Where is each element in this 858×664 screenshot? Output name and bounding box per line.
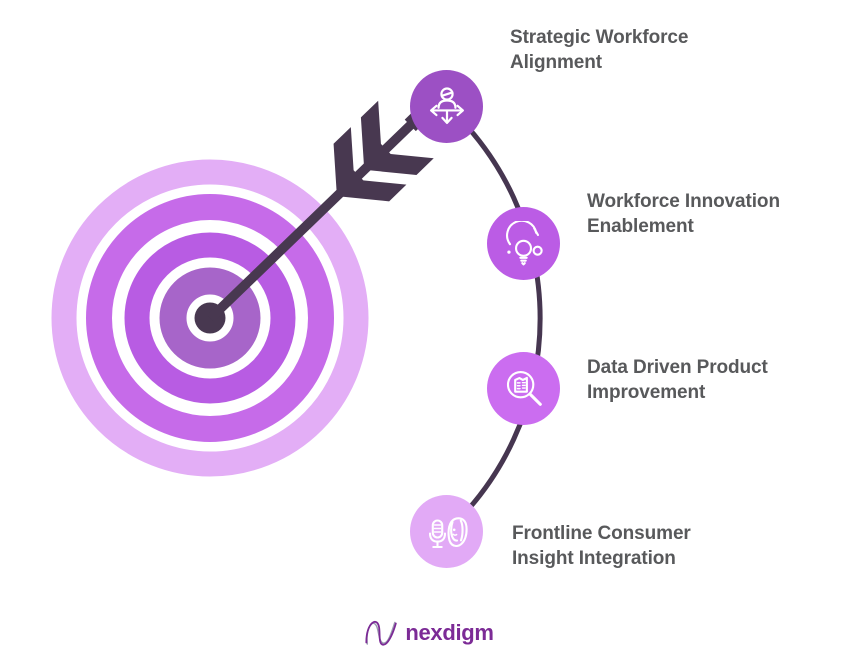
label-line: Improvement [587,382,706,403]
nexdigm-logo-text: nexdigm [405,620,494,645]
label-frontline-consumer-insight: Frontline Consumer Insight Integration [512,521,691,571]
label-line: Frontline Consumer [512,523,691,544]
nexdigm-logo: nexdigm [364,617,494,649]
label-line: Data Driven Product [587,357,768,378]
label-line: Enablement [587,216,694,237]
target-ring-2 [86,194,334,442]
arrow-feather-back [360,100,434,175]
workforce-alignment-icon [429,86,464,124]
consumer-interview-icon [428,516,468,548]
connector-arc [444,103,543,534]
target-inner-ring [159,267,261,369]
node-workforce-innovation-enablement [487,207,560,280]
nexdigm-logo-mark [365,620,397,646]
label-line: Insight Integration [512,548,676,569]
node-strategic-workforce-alignment [410,70,483,143]
innovation-lightbulb-icon [505,220,543,265]
label-line: Workforce Innovation [587,191,780,212]
label-line: Strategic Workforce [510,27,689,48]
arrow-feather-front [333,127,407,202]
node-data-driven-product-improvement [487,352,560,425]
label-line: Alignment [510,52,602,73]
label-data-driven-product-improvement: Data Driven Product Improvement [587,355,768,405]
bullseye-target [51,159,369,477]
node-frontline-consumer-insight [410,495,483,568]
target-outer-ring [51,159,369,477]
label-strategic-workforce-alignment: Strategic Workforce Alignment [510,25,688,75]
target-ring-3 [124,232,296,404]
label-workforce-innovation-enablement: Workforce Innovation Enablement [587,189,780,239]
data-analysis-magnifier-icon [506,370,542,406]
